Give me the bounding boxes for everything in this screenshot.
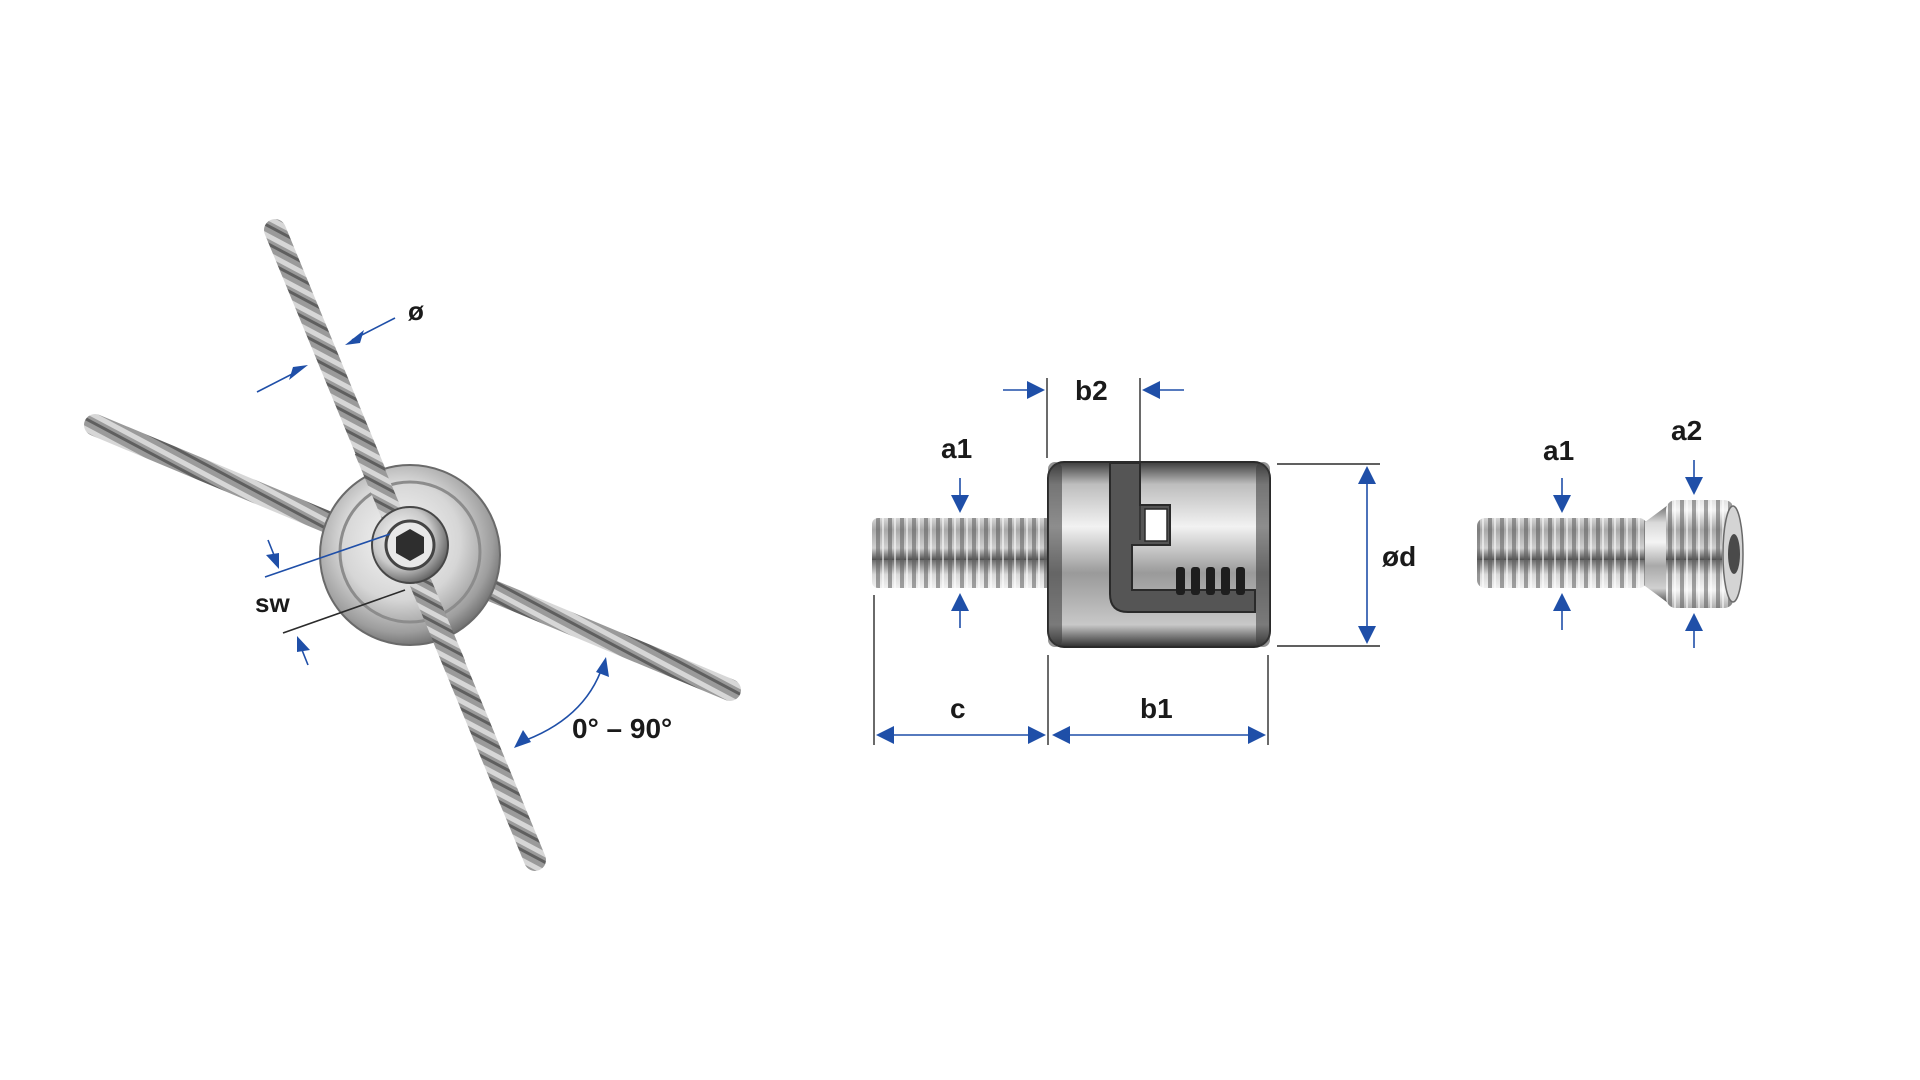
arrowhead-icon: [1358, 626, 1376, 644]
cable-diameter-dimension: ø: [256, 296, 424, 393]
cable-slot: [1109, 462, 1256, 613]
cable-diameter-label: ø: [408, 296, 424, 326]
thread-length-label: c: [950, 693, 966, 724]
connector-body: [1047, 461, 1271, 648]
length-dimensions: c b1: [873, 595, 1269, 745]
screw-a2-dimension: a2: [1671, 415, 1703, 648]
hex-socket-icon: [1728, 534, 1740, 574]
set-screw-view: a1 a2: [1477, 415, 1744, 648]
arrowhead-icon: [1553, 495, 1571, 513]
arrowhead-icon: [1358, 466, 1376, 484]
arrowhead-icon: [1685, 613, 1703, 631]
screw-thread-small: [1477, 518, 1647, 588]
arrowhead-icon: [289, 365, 308, 380]
connector-side-view: b2 a1 ød c: [872, 375, 1416, 745]
arrowhead-icon: [1028, 726, 1046, 744]
arrowhead-icon: [1248, 726, 1266, 744]
arrowhead-icon: [876, 726, 894, 744]
body-chamfer-right: [1256, 462, 1270, 647]
arrowhead-icon: [297, 636, 310, 652]
screw-thread-large: [1666, 500, 1734, 608]
arrowhead-icon: [266, 553, 279, 569]
thread-a1-dimension: a1: [941, 433, 972, 628]
arrowhead-icon: [1553, 593, 1571, 611]
hex-socket-icon: [396, 529, 424, 561]
threaded-stud: [872, 518, 1052, 588]
angle-range-label: 0° – 90°: [572, 713, 672, 744]
arrowhead-icon: [1142, 381, 1160, 399]
wrench-size-dimension: sw: [255, 533, 406, 666]
arrowhead-icon: [1027, 381, 1045, 399]
arrowhead-icon: [596, 657, 609, 677]
wrench-size-label: sw: [255, 588, 290, 618]
arrowhead-icon: [514, 730, 531, 748]
angle-dimension: 0° – 90°: [514, 657, 672, 748]
slot-opening: [1144, 508, 1168, 542]
arrowhead-icon: [345, 330, 364, 345]
arrowhead-icon: [951, 593, 969, 611]
arrowhead-icon: [1052, 726, 1070, 744]
slot-width-label: b2: [1075, 375, 1108, 406]
body-length-label: b1: [1140, 693, 1173, 724]
screw-taper: [1645, 505, 1668, 603]
cable-cross-view: ø sw 0° – 90°: [84, 219, 741, 871]
body-diameter-label: ød: [1382, 541, 1416, 572]
body-chamfer-left: [1048, 462, 1062, 647]
slot-width-dimension: b2: [1003, 375, 1184, 540]
body-diameter-dimension: ød: [1277, 463, 1416, 647]
screw-a1-dimension: a1: [1543, 435, 1574, 630]
thread-a1-label: a1: [941, 433, 972, 464]
arrowhead-icon: [1685, 477, 1703, 495]
slot-teeth: [1176, 567, 1245, 595]
screw-a2-label: a2: [1671, 415, 1702, 446]
arrowhead-icon: [951, 495, 969, 513]
screw-a1-label: a1: [1543, 435, 1574, 466]
